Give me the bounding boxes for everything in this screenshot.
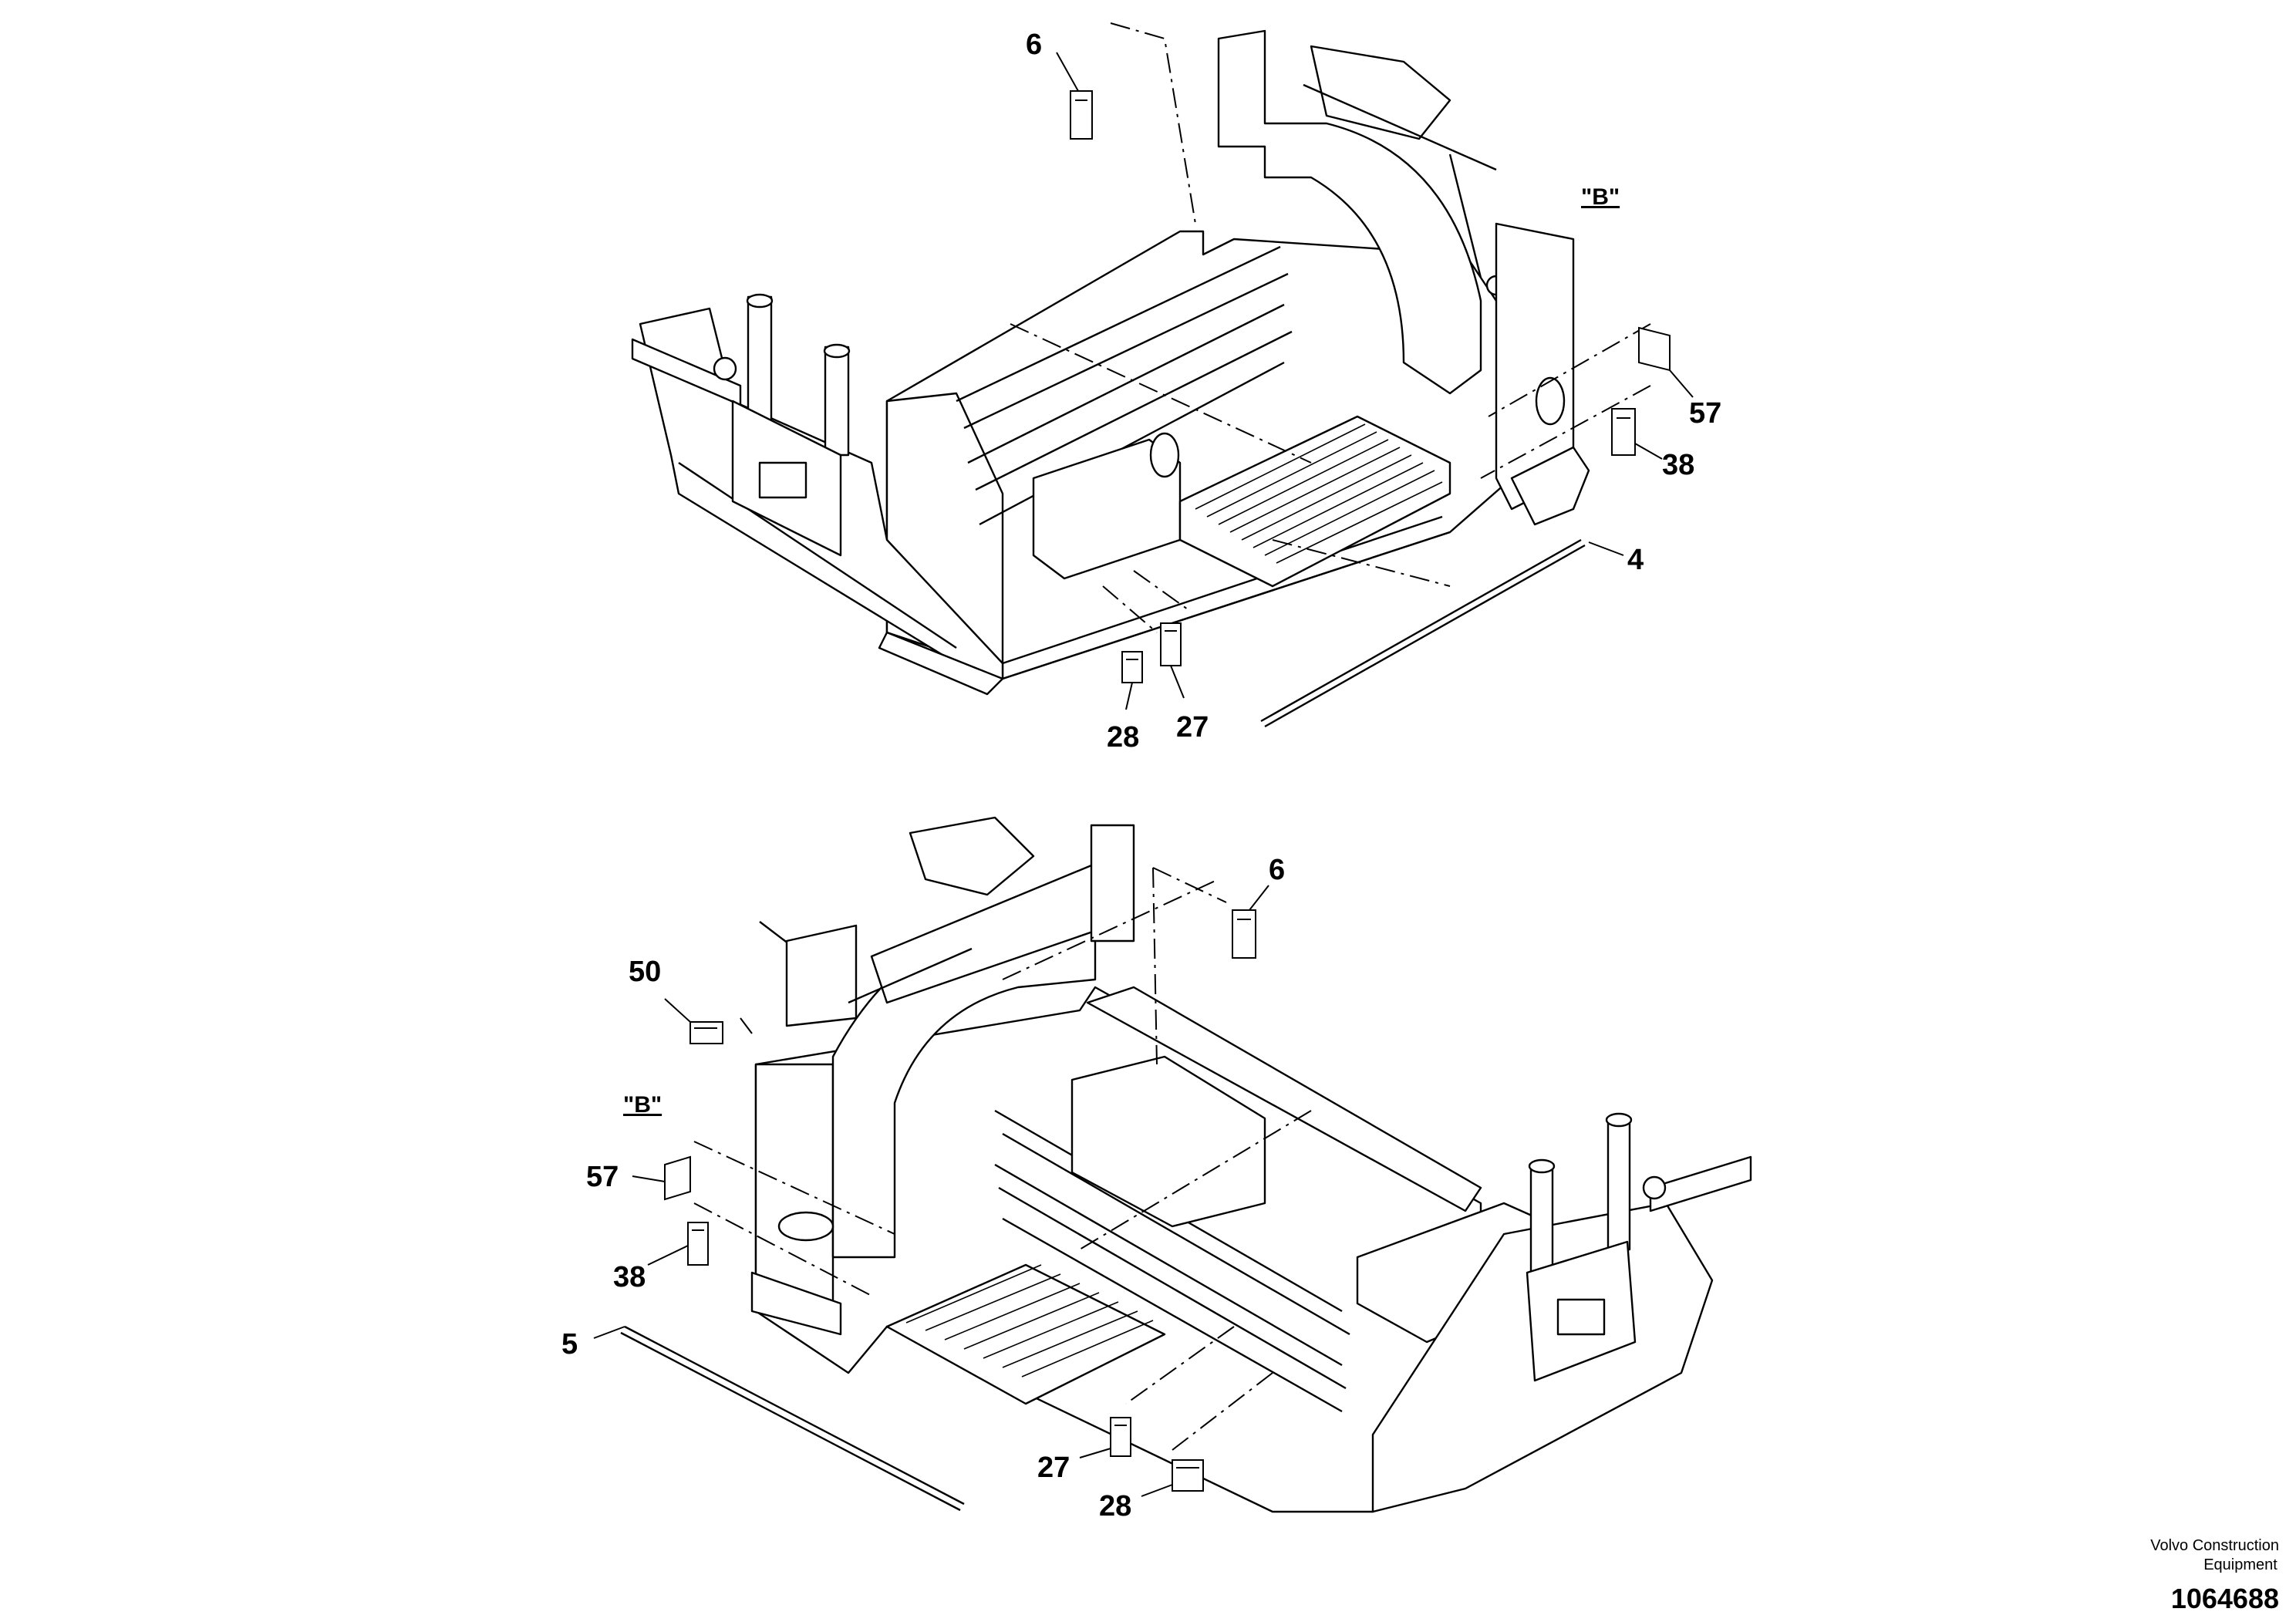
- top-left-control-slot: [758, 461, 807, 499]
- bottom-right-post-2: [1607, 1117, 1631, 1251]
- bottom-right-bar: [1649, 1155, 1752, 1212]
- bottom-decals: [620, 909, 1256, 1512]
- top-strip-4: [1260, 538, 1582, 723]
- bottom-left-pipe: [777, 1211, 834, 1242]
- callout-top-27: 27: [1176, 711, 1209, 744]
- top-left-knob: [713, 356, 737, 381]
- bottom-right-control-slot: [1556, 1298, 1606, 1336]
- top-left-post-2: [824, 346, 850, 457]
- callout-top-4: 4: [1627, 544, 1644, 576]
- top-decal-6: [1070, 90, 1093, 140]
- bottom-arm-post: [1090, 824, 1135, 943]
- bottom-callout-leaders: [593, 885, 1269, 1497]
- bottom-left-panel: [785, 924, 858, 1027]
- top-leaders: [1010, 22, 1651, 633]
- top-right-arch: [1217, 29, 1482, 395]
- bottom-roller-3: [1002, 1217, 1343, 1413]
- top-grating-lines: [1195, 423, 1443, 564]
- top-right-pipe: [1535, 376, 1566, 426]
- bottom-left-grating: [750, 1271, 842, 1336]
- bottom-decal-50: [689, 1021, 723, 1044]
- callout-top-6: 6: [1026, 29, 1042, 61]
- bottom-right-post-1: [1529, 1163, 1554, 1274]
- bottom-center-box: [1070, 1055, 1266, 1228]
- bottom-roller-2: [994, 1163, 1343, 1367]
- callout-bottom-38: 38: [613, 1261, 646, 1293]
- top-assembly: [631, 29, 1590, 696]
- top-decal-38: [1611, 408, 1636, 456]
- bottom-upper-panel: [1086, 986, 1482, 1212]
- callout-bottom-6: 6: [1269, 854, 1285, 886]
- bottom-decal-6: [1232, 909, 1256, 959]
- top-center-cylinder: [1149, 432, 1180, 478]
- top-lever: [1448, 153, 1482, 278]
- bottom-right-knob: [1642, 1175, 1667, 1200]
- top-left-wing-edge: [678, 462, 957, 649]
- bottom-grating-lines: [905, 1264, 1154, 1378]
- top-bottom-rail-2: [1002, 515, 1443, 665]
- callout-bottom-28: 28: [1099, 1490, 1131, 1523]
- view-label-top-b: "B": [1581, 184, 1620, 210]
- bottom-rod: [848, 947, 973, 1004]
- top-callout-leaders: [1056, 52, 1694, 710]
- top-bottom-rail: [1002, 531, 1451, 680]
- footer-brand-line2: Equipment: [2203, 1556, 2277, 1573]
- callout-top-57: 57: [1689, 397, 1721, 430]
- bottom-decal-27: [1110, 1417, 1131, 1457]
- top-roller-2: [967, 303, 1285, 464]
- top-right-grating: [1510, 446, 1590, 526]
- top-left-post-cap-1: [746, 293, 774, 309]
- bottom-decal-57: [664, 1155, 691, 1201]
- top-decal-28: [1121, 651, 1143, 683]
- top-decal-57: [1638, 326, 1671, 372]
- callout-top-28: 28: [1107, 721, 1139, 754]
- bottom-decal-28: [1172, 1459, 1204, 1492]
- top-upper-mechanism: [1310, 45, 1451, 140]
- bottom-decal-38: [687, 1222, 709, 1266]
- bottom-right-post-cap-1: [1528, 1158, 1556, 1174]
- callout-bottom-57: 57: [586, 1161, 619, 1193]
- top-decals: [1070, 90, 1671, 728]
- top-roller-3: [979, 361, 1285, 526]
- callout-bottom-5: 5: [561, 1328, 578, 1361]
- bottom-right-post-cap-2: [1605, 1112, 1633, 1128]
- top-roller-1: [956, 245, 1281, 403]
- top-left-post-1: [747, 295, 773, 430]
- callout-bottom-50: 50: [629, 956, 661, 988]
- top-left-post-cap-2: [823, 343, 851, 359]
- top-roller-2b: [975, 330, 1293, 491]
- top-bottom-plate: [878, 631, 1004, 696]
- top-upper-rod: [1303, 83, 1497, 171]
- callout-top-38: 38: [1662, 449, 1694, 481]
- bottom-grating-platform: [885, 1263, 1166, 1405]
- view-label-bottom-b: "B": [623, 1092, 662, 1118]
- callout-bottom-27: 27: [1037, 1452, 1070, 1484]
- top-grating-platform: [1178, 415, 1451, 588]
- bottom-leaders: [693, 867, 1312, 1451]
- bottom-strip-5: [624, 1325, 965, 1506]
- footer: Volvo Construction Equipment 1064688: [2150, 1537, 2279, 1614]
- footer-doc-number: 1064688: [2171, 1583, 2279, 1614]
- top-roller-1b: [963, 272, 1289, 430]
- top-decal-27: [1160, 622, 1182, 666]
- footer-brand-line1: Volvo Construction: [2150, 1537, 2279, 1554]
- bottom-control-panel: [909, 816, 1035, 896]
